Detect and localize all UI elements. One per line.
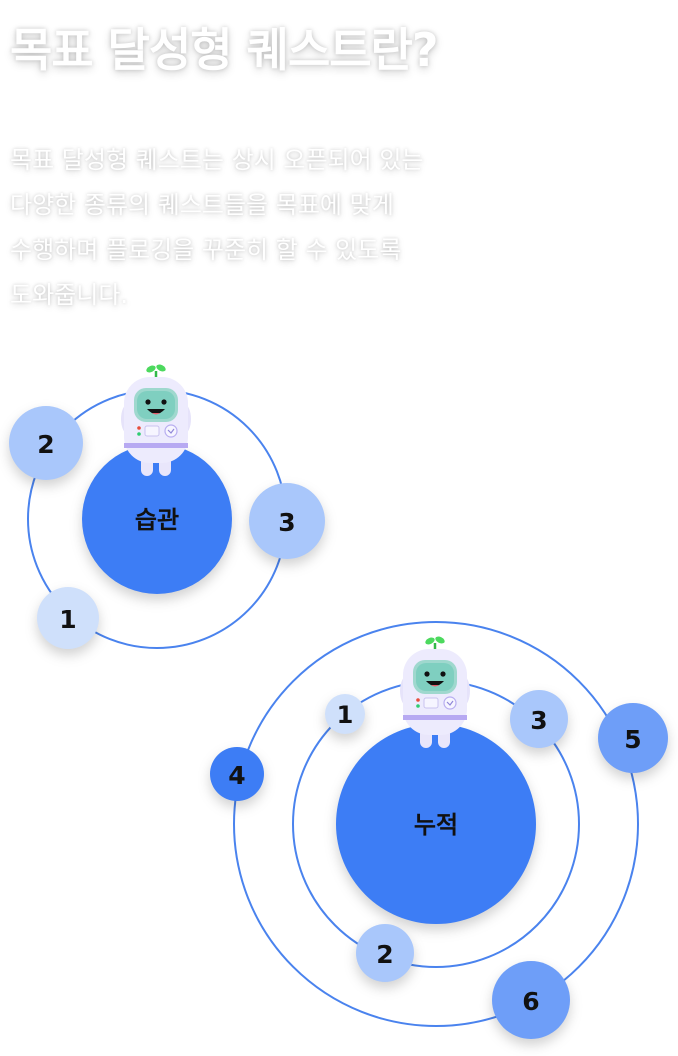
node-label: 2 (376, 940, 393, 969)
center-planet: 누적 (336, 724, 536, 924)
description-line: 수행하며 플로깅을 꾸준히 할 수 있도록 (10, 236, 402, 264)
description-line: 다양한 종류의 퀘스트들을 목표에 맞게 (10, 191, 394, 219)
node-label: 2 (37, 430, 54, 459)
description-line: 도와줍니다. (10, 281, 129, 309)
outer-orbit (233, 621, 639, 1027)
habit-diagram: 습관 1 2 3 (9, 361, 325, 649)
center-label: 누적 (414, 811, 458, 839)
node-5[interactable]: 5 (598, 703, 668, 773)
description-line: 목표 달성형 퀘스트는 상시 오픈되어 있는 (10, 146, 424, 174)
node-label: 4 (228, 761, 245, 790)
center-label: 습관 (135, 506, 179, 534)
node-label: 3 (278, 508, 295, 537)
description: 목표 달성형 퀘스트는 상시 오픈되어 있는 다양한 종류의 퀘스트들을 목표에… (10, 138, 570, 318)
page-title: 목표 달성형 퀘스트란? (10, 23, 439, 77)
node-1[interactable]: 1 (37, 587, 99, 649)
node-label: 1 (337, 701, 354, 729)
node-label: 3 (530, 706, 547, 735)
node-2[interactable]: 2 (9, 406, 83, 480)
node-3[interactable]: 3 (510, 690, 568, 748)
node-2[interactable]: 2 (356, 924, 414, 982)
node-label: 6 (522, 987, 539, 1016)
node-label: 1 (59, 605, 76, 634)
node-6[interactable]: 6 (492, 961, 570, 1039)
center-planet: 습관 (82, 444, 232, 594)
node-1[interactable]: 1 (325, 694, 365, 734)
node-4[interactable]: 4 (210, 747, 264, 801)
node-3[interactable]: 3 (249, 483, 325, 559)
cumulative-diagram: 누적 1 2 3 4 5 6 (210, 621, 668, 1039)
node-label: 5 (624, 725, 641, 754)
